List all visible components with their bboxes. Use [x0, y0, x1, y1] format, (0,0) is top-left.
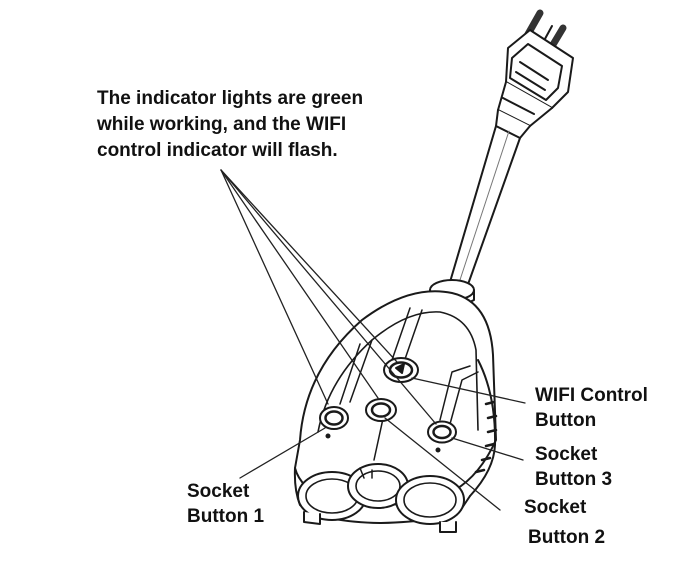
callout-line: Socket: [187, 481, 250, 502]
annotation-leader-lines: [220, 169, 526, 511]
indicator-annotation: The indicator lights are green while wor…: [97, 86, 363, 164]
callout-line: Button: [535, 410, 597, 431]
callout-line: Button 1: [187, 506, 265, 527]
callout-line: Button 3: [535, 469, 613, 490]
socket-button-2-label-line1: Socket: [524, 497, 587, 518]
socket-button-2-label-line2: Button 2: [528, 527, 606, 548]
power-plug-icon: [495, 9, 574, 139]
wifi-control-button-label: WIFI Control Button: [535, 383, 648, 433]
annotation-line: The indicator lights are green: [97, 88, 364, 109]
socket-button-1-label: Socket Button 1: [187, 479, 264, 529]
callout-line: Socket: [535, 444, 598, 465]
annotation-line: while working, and the WIFI: [97, 114, 347, 135]
socket-button-2: [365, 398, 397, 422]
outlet-receptacle: [297, 463, 465, 533]
smart-plug-body: [293, 290, 498, 524]
socket-button-1: [319, 406, 349, 430]
callout-line: WIFI Control: [535, 385, 648, 406]
socket-button-3: [427, 420, 457, 444]
annotation-line: control indicator will flash.: [97, 140, 338, 161]
socket-button-3-label: Socket Button 3: [535, 442, 612, 492]
power-cord: [429, 125, 521, 307]
